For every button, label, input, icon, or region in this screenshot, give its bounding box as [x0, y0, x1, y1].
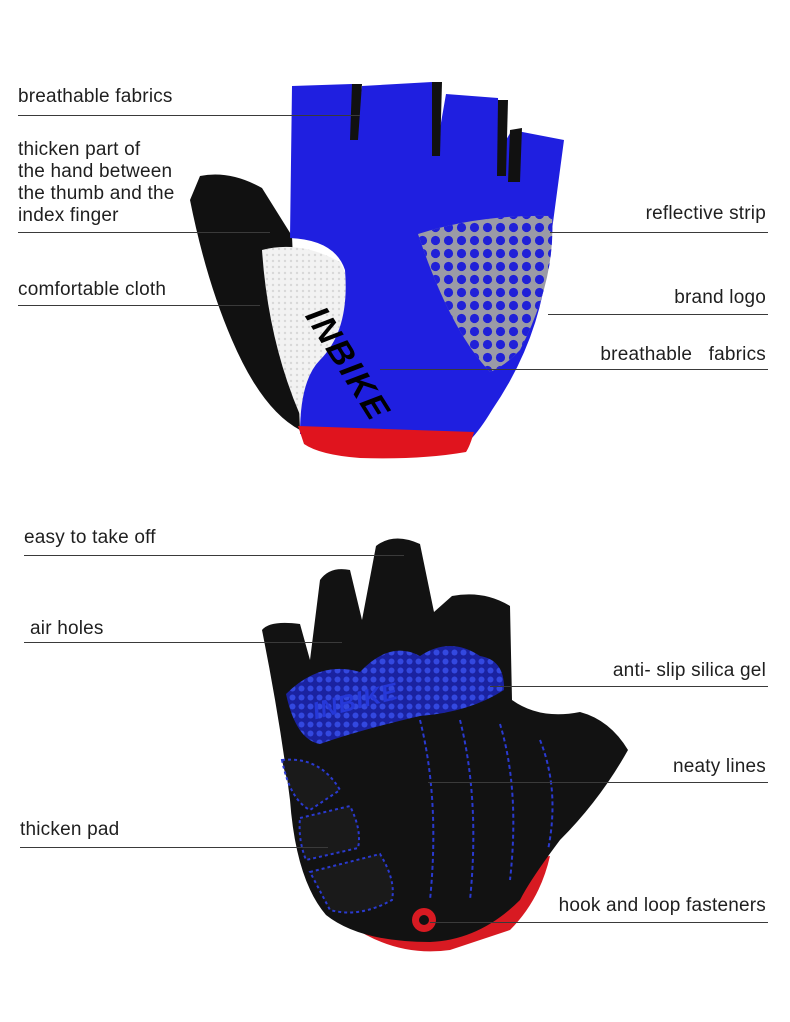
label-brand-logo: brand logo [674, 287, 766, 308]
leader-line [380, 369, 768, 370]
label-thicken-part-3: the thumb and the [18, 183, 175, 204]
leader-line [430, 922, 768, 923]
label-thicken-part-2: the hand between [18, 161, 173, 182]
label-easy-to-take-off: easy to take off [24, 527, 156, 548]
label-breathable-fabrics-right: breathable fabrics [600, 344, 766, 365]
leader-line [490, 686, 768, 687]
label-hook-and-loop-fasteners: hook and loop fasteners [558, 895, 766, 916]
label-comfortable-cloth: comfortable cloth [18, 279, 167, 300]
leader-line [24, 555, 404, 556]
leader-line [428, 782, 768, 783]
leader-line [548, 314, 768, 315]
leader-line [20, 847, 328, 848]
label-thicken-pad: thicken pad [20, 819, 120, 840]
leader-line [550, 232, 768, 233]
leader-line [24, 642, 342, 643]
label-thicken-part-1: thicken part of [18, 139, 141, 160]
label-breathable-fabrics: breathable fabrics [18, 86, 173, 107]
leader-line [18, 305, 260, 306]
glove-back-cuff [298, 426, 474, 459]
label-anti-slip-silica-gel: anti- slip silica gel [612, 660, 766, 681]
label-neaty-lines: neaty lines [672, 756, 766, 777]
leader-line [18, 115, 360, 116]
label-air-holes: air holes [30, 618, 104, 639]
leader-line [18, 232, 270, 233]
label-reflective-strip: reflective strip [645, 203, 766, 224]
label-thicken-part-4: index finger [18, 205, 119, 226]
thumb-black-panel [190, 174, 300, 430]
